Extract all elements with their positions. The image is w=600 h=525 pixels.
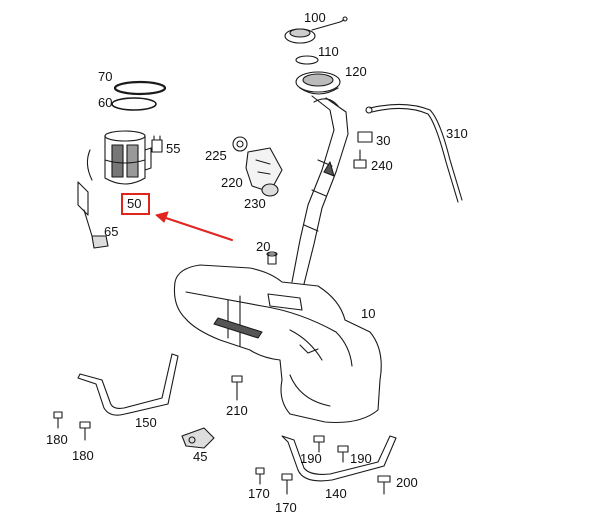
label-45: 45 <box>193 449 208 464</box>
label-10: 10 <box>361 306 376 321</box>
part-150-strap <box>77 353 179 416</box>
part-50-fuel-pump-module <box>86 130 152 185</box>
label-170-a: 170 <box>248 486 270 501</box>
part-10-fuel-tank <box>173 264 382 424</box>
part-140-strap <box>281 435 397 482</box>
label-20: 20 <box>256 239 271 254</box>
part-55-clip <box>151 135 163 153</box>
label-210: 210 <box>226 403 248 418</box>
part-180-bolt-b <box>79 421 91 441</box>
label-170-b: 170 <box>275 500 297 515</box>
part-70-ring <box>113 80 167 96</box>
highlight-box-part-50 <box>121 193 150 215</box>
label-240: 240 <box>371 158 393 173</box>
part-20-plug <box>266 251 278 265</box>
part-225-grommet <box>232 136 248 152</box>
part-190-bolt-a <box>313 435 325 453</box>
label-150: 150 <box>135 415 157 430</box>
part-180-bolt-a <box>53 411 63 429</box>
part-30-clip <box>357 131 373 143</box>
label-50: 50 <box>127 196 142 211</box>
part-310-vent-line <box>365 103 463 203</box>
part-240-bolt <box>353 149 367 169</box>
part-210-bolt <box>231 375 243 401</box>
label-65: 65 <box>104 224 119 239</box>
label-55: 55 <box>166 141 181 156</box>
part-45-sensor <box>181 427 215 449</box>
label-190-a: 190 <box>300 451 322 466</box>
part-200-bolt <box>377 475 391 495</box>
label-140: 140 <box>325 486 347 501</box>
label-70: 70 <box>98 69 113 84</box>
label-200: 200 <box>396 475 418 490</box>
part-170-bolt-b <box>281 473 293 495</box>
label-100: 100 <box>304 10 326 25</box>
highlight-arrow <box>155 211 233 241</box>
label-190-b: 190 <box>350 451 372 466</box>
part-filler-pipe <box>291 95 349 285</box>
part-190-bolt-b <box>337 445 349 463</box>
label-310: 310 <box>446 126 468 141</box>
label-110: 110 <box>318 44 339 59</box>
part-65-level-sender <box>77 181 109 249</box>
part-220-bracket <box>245 147 283 193</box>
part-230-cap <box>261 183 279 197</box>
part-60-gasket <box>111 97 157 111</box>
label-230: 230 <box>244 196 266 211</box>
label-220: 220 <box>221 175 243 190</box>
part-170-bolt-a <box>255 467 265 485</box>
label-180-b: 180 <box>72 448 94 463</box>
label-30: 30 <box>376 133 391 148</box>
part-110-seal <box>295 55 319 65</box>
part-100-filler-cap <box>284 16 348 44</box>
label-225: 225 <box>205 148 227 163</box>
part-120-filler-flange <box>295 71 341 95</box>
label-180-a: 180 <box>46 432 68 447</box>
label-60: 60 <box>98 95 113 110</box>
label-120: 120 <box>345 64 367 79</box>
